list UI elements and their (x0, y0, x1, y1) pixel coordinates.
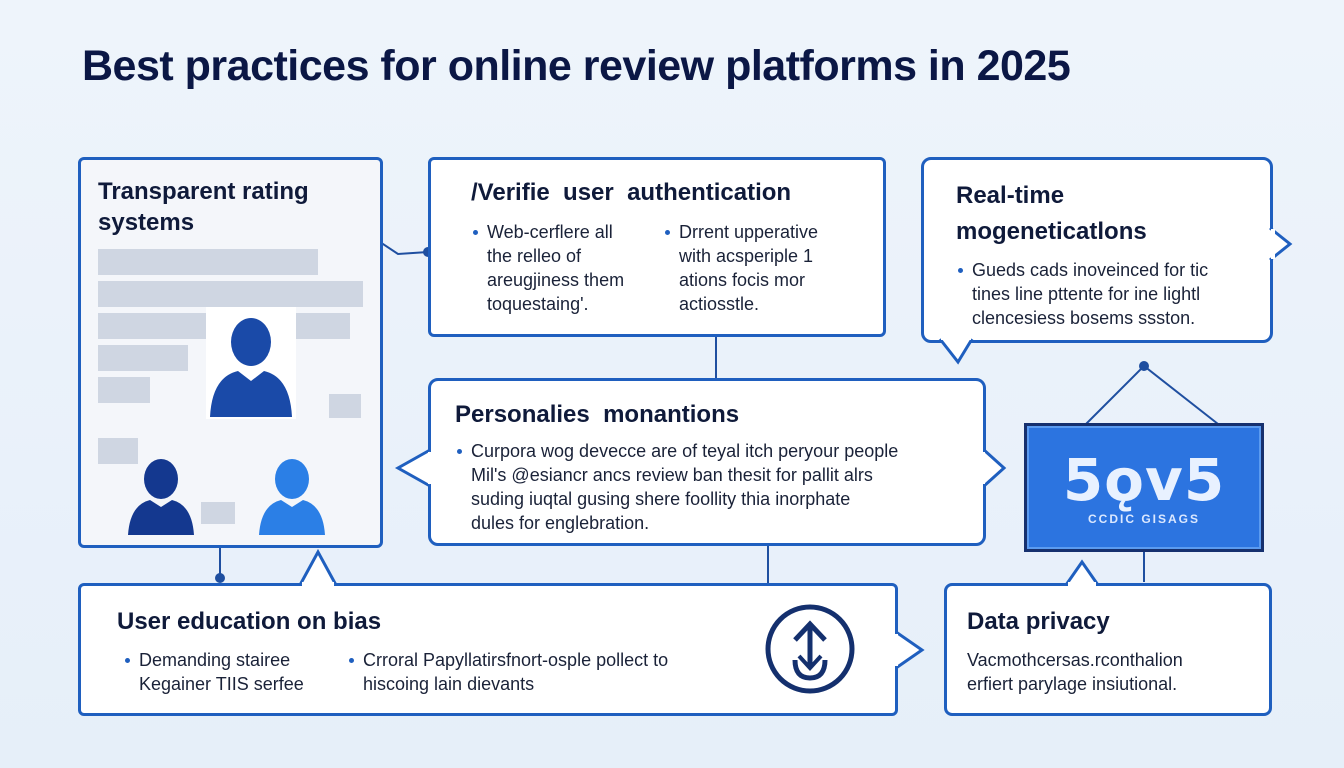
user-icon (128, 459, 194, 535)
user-icon (259, 459, 325, 535)
avatar (206, 307, 296, 419)
card-user-authentication: /Verifie user authentication Web-cerfler… (428, 157, 886, 337)
list-item: Drrent upperative with acsperiple 1 atio… (665, 220, 879, 316)
badge-big-text: 5ǫv5 (1062, 446, 1226, 514)
card-body: Vacmothcersas.rconthalion erfiert paryla… (967, 650, 1183, 694)
card-heading: /Verifie user authentication (471, 179, 792, 206)
list-item: Demanding stairee Kegainer TIIS serfee (125, 648, 349, 696)
bullet-list: Demanding stairee Kegainer TIIS serfee (125, 648, 349, 696)
list-item: Web-cerflere all the relleo of areugjine… (473, 220, 667, 316)
badge-panel: 5ǫv5 CCDIC GISAGS (1024, 423, 1264, 552)
refresh-arrow-icon (765, 604, 855, 694)
bullet-list: Web-cerflere all the relleo of areugjine… (473, 220, 667, 316)
card-heading: User education on bias (117, 608, 382, 635)
badge-small-text: CCDIC GISAGS (1087, 512, 1200, 526)
list-item: Crroral Papyllatirsfnort-osple pollect t… (349, 648, 763, 696)
page-title: Best practices for online review platfor… (82, 42, 1071, 90)
card-heading: Real-time mogeneticatlons (956, 182, 1147, 245)
bullet-list: Curpora wog devecce are of teyal itch pe… (457, 439, 981, 535)
card-heading: Data privacy (967, 608, 1110, 635)
bullet-list: Crroral Papyllatirsfnort-osple pollect t… (349, 648, 763, 696)
card-user-education: User education on bias Demanding stairee… (78, 583, 898, 716)
bullet-list: Gueds cads inoveinced for tic tines line… (958, 258, 1267, 330)
card-transparent-rating: Transparent rating systems (78, 157, 383, 548)
card-real-time: Real-time mogeneticatlons Gueds cads ino… (921, 157, 1273, 343)
bullet-list: Drrent upperative with acsperiple 1 atio… (665, 220, 879, 316)
card-heading: Personalies monantions (455, 401, 740, 428)
card-personalized: Personalies monantions Curpora wog devec… (428, 378, 986, 546)
list-item: Gueds cads inoveinced for tic tines line… (958, 258, 1267, 330)
card-heading: Transparent rating systems (98, 178, 309, 236)
user-icon (210, 318, 292, 417)
card-data-privacy: Data privacy Vacmothcersas.rconthalion e… (944, 583, 1272, 716)
list-item: Curpora wog devecce are of teyal itch pe… (457, 439, 981, 535)
